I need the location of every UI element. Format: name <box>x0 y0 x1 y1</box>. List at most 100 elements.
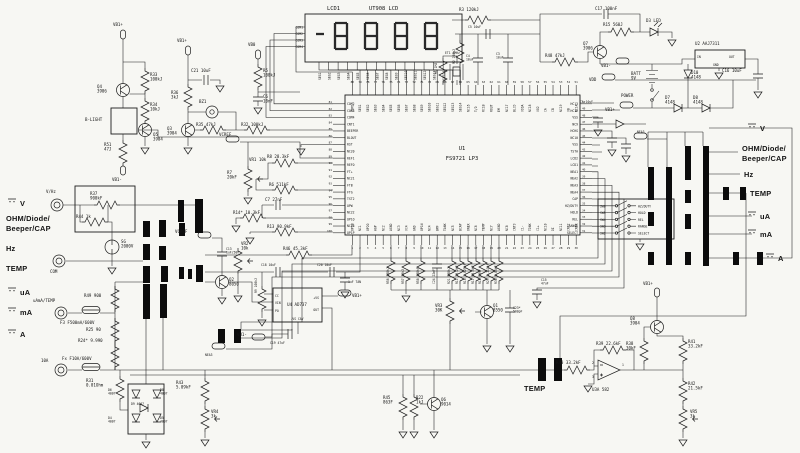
ground-symbol <box>401 295 411 303</box>
ic-pin-name: ROUT <box>489 104 493 112</box>
ic-pin-name: CNT2 <box>567 223 571 231</box>
ic-pin-name: NC4 <box>428 225 432 231</box>
label-u2_in: IN <box>697 55 701 59</box>
ic-pin-number: 20 <box>497 246 501 250</box>
ic-pin-name: BLCD <box>513 104 517 112</box>
rotary-switch-contact <box>666 167 672 265</box>
capacitor-symbol <box>203 74 209 86</box>
ic-pin-number: 78 <box>366 80 370 84</box>
label-bz1: BZ1 <box>199 99 207 104</box>
ic-pin-number: 4 <box>375 246 377 250</box>
ic-pin-name: SELECT <box>567 231 578 235</box>
pushbutton-switch-symbol <box>592 214 636 220</box>
net-connector-tag <box>120 29 126 40</box>
resistor-symbol <box>93 200 121 210</box>
ic-pin-name: NC23 <box>347 224 355 228</box>
ic-pin-name: FTB <box>347 183 353 187</box>
capacitor-symbol <box>752 73 764 79</box>
label-c16: C16 10uF <box>722 68 742 73</box>
dc-symbol-icon <box>747 229 757 234</box>
transistor-symbol <box>116 83 130 97</box>
ic-pin-number: 14 <box>451 246 455 250</box>
lcd-seg-label: SEG2 <box>328 72 332 80</box>
ic-pin-number: 33 <box>582 215 586 219</box>
ic-pin-name: SEG11 <box>435 103 439 112</box>
rotary-switch-contact <box>648 212 654 226</box>
capacitor-symbol <box>502 57 514 63</box>
regulator-u2-body <box>694 49 746 69</box>
ic-pin-number: 37 <box>582 188 586 192</box>
ic-pin-number: 84 <box>329 120 333 124</box>
lcd-com-wire <box>295 26 353 85</box>
ic-pin-name: NC10 <box>544 223 548 231</box>
ic-pin-name: C1- <box>520 225 524 231</box>
capacitor-symbol <box>329 266 335 278</box>
ic-pin-name: NEA2 <box>571 177 579 181</box>
ic-pin-number: 38 <box>582 181 586 185</box>
rotary-switch-contact <box>740 187 746 200</box>
ic-pin-name: SEG9 <box>420 104 424 112</box>
ic-pin-number: 50 <box>582 100 586 104</box>
ground-symbol <box>253 107 263 115</box>
label-rtemp: TEMP <box>750 189 771 198</box>
ic-pin-number: 86 <box>329 134 333 138</box>
ground-symbol <box>678 439 688 447</box>
lcd-com-label: COM1 <box>296 25 304 29</box>
ic-pin-number: 88 <box>329 148 333 152</box>
lcd-com-wire <box>265 46 333 118</box>
switch-contact-dot <box>627 204 631 208</box>
label-r1: R1 1MJ <box>434 63 438 74</box>
lcd-seg-label: SEG6 <box>366 72 370 80</box>
label-c18: C18 10uF <box>261 263 276 267</box>
ic-pin-name: VSS <box>572 143 578 147</box>
label-u4: U4 AD737 <box>287 302 307 307</box>
switch-function: RANGE <box>638 225 647 229</box>
net-connector-tag <box>255 49 261 60</box>
ic-pin-number: 16 <box>466 246 470 250</box>
label-rv: V <box>760 124 765 133</box>
ic-pin-number: 43 <box>582 147 586 151</box>
ic-pin-name: NC6 <box>474 225 478 231</box>
resistor-symbol <box>639 337 649 365</box>
switch-id: SW4 <box>600 218 606 222</box>
ic-pin-name: REF1 <box>347 156 355 160</box>
ic-pin-name: SEG8 <box>412 104 416 112</box>
ic-pin-number: 1 <box>351 246 353 250</box>
ic-pin-number: 82 <box>329 107 333 111</box>
switch-contact-dot <box>627 224 631 228</box>
lcd-body <box>304 13 463 63</box>
ic-pin-name: NC9 <box>572 122 578 126</box>
ic-pin-number: 63 <box>482 80 486 84</box>
capacitor-symbol <box>431 263 443 269</box>
rotary-switch-contact <box>179 223 185 236</box>
ic-pin-name: CNT3 <box>513 223 517 231</box>
resistor-symbol <box>140 97 150 125</box>
ic-pin-name: NC14 <box>574 104 578 112</box>
net-connector-tag <box>251 333 266 341</box>
ic-pin-name: SEG14 <box>459 103 463 112</box>
rotary-switch-contact <box>143 284 150 319</box>
label-r21: R21 500kJ <box>447 267 451 284</box>
label-lv: V <box>20 199 25 208</box>
ground-symbol <box>667 39 677 47</box>
label-lma: mA <box>20 308 33 317</box>
resistor-symbol <box>678 337 688 365</box>
ic-pin-name: COM4 <box>347 116 355 120</box>
label-u4_vin: VIN <box>275 301 281 305</box>
ic-pin-name: NEA1 <box>571 170 579 174</box>
ic-pin-name: NC3 <box>397 225 401 231</box>
label-r44: R44 1k <box>76 214 91 219</box>
label-rua: uA <box>760 212 771 221</box>
switch-function: SELECT <box>638 232 649 236</box>
label-vb1m_a: VB1- <box>112 177 122 182</box>
ground-symbol <box>340 291 350 299</box>
rotary-switch-contact <box>723 187 729 200</box>
